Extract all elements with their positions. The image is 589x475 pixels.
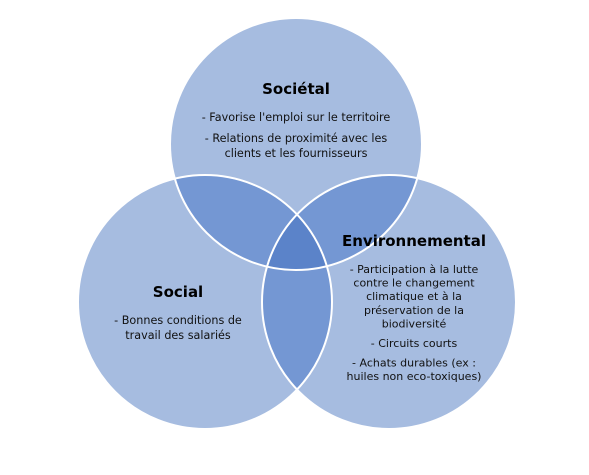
circle-item-line: - Achats durables (ex : <box>352 357 476 370</box>
circle-item-societal: - Favorise l'emploi sur le territoire <box>202 111 391 124</box>
circle-item-societal: - Relations de proximité avec les clients… <box>205 132 388 160</box>
circle-item-line: - Bonnes conditions de <box>114 314 242 327</box>
circle-item-environmental: - Circuits courts <box>371 337 458 350</box>
circle-item-social: - Bonnes conditions de travail des salari… <box>114 314 242 342</box>
circle-title-environmental: Environnemental <box>342 232 486 250</box>
circle-item-line: biodiversité <box>382 317 447 330</box>
circle-item-line: clients et les fournisseurs <box>225 147 368 160</box>
circle-item-line: - Circuits courts <box>371 337 458 350</box>
circle-outline-environmental <box>261 174 517 430</box>
venn-labels: Sociétal - Favorise l'emploi sur le terri… <box>114 80 486 383</box>
circle-item-line: contre le changement <box>353 277 475 290</box>
venn-outlines <box>77 17 517 430</box>
circle-item-line: - Relations de proximité avec les <box>205 132 388 145</box>
circle-item-line: huiles non eco-toxiques) <box>347 370 482 383</box>
circle-outline-societal <box>169 17 423 271</box>
circle-outline-social <box>77 174 333 430</box>
circle-item-line: travail des salariés <box>125 329 231 342</box>
overlap-societal-environmental <box>262 175 422 270</box>
circle-item-line: préservation de la <box>364 304 464 317</box>
circle-title-social: Social <box>153 283 203 301</box>
circle-item-line: - Favorise l'emploi sur le territoire <box>202 111 391 124</box>
circle-item-line: climatique et à la <box>366 290 462 303</box>
circle-title-societal: Sociétal <box>262 80 330 98</box>
circle-item-line: - Participation à la lutte <box>350 263 479 276</box>
circle-item-environmental: - Achats durables (ex :huiles non eco-to… <box>347 357 482 384</box>
overlap-societal-social <box>170 175 332 270</box>
